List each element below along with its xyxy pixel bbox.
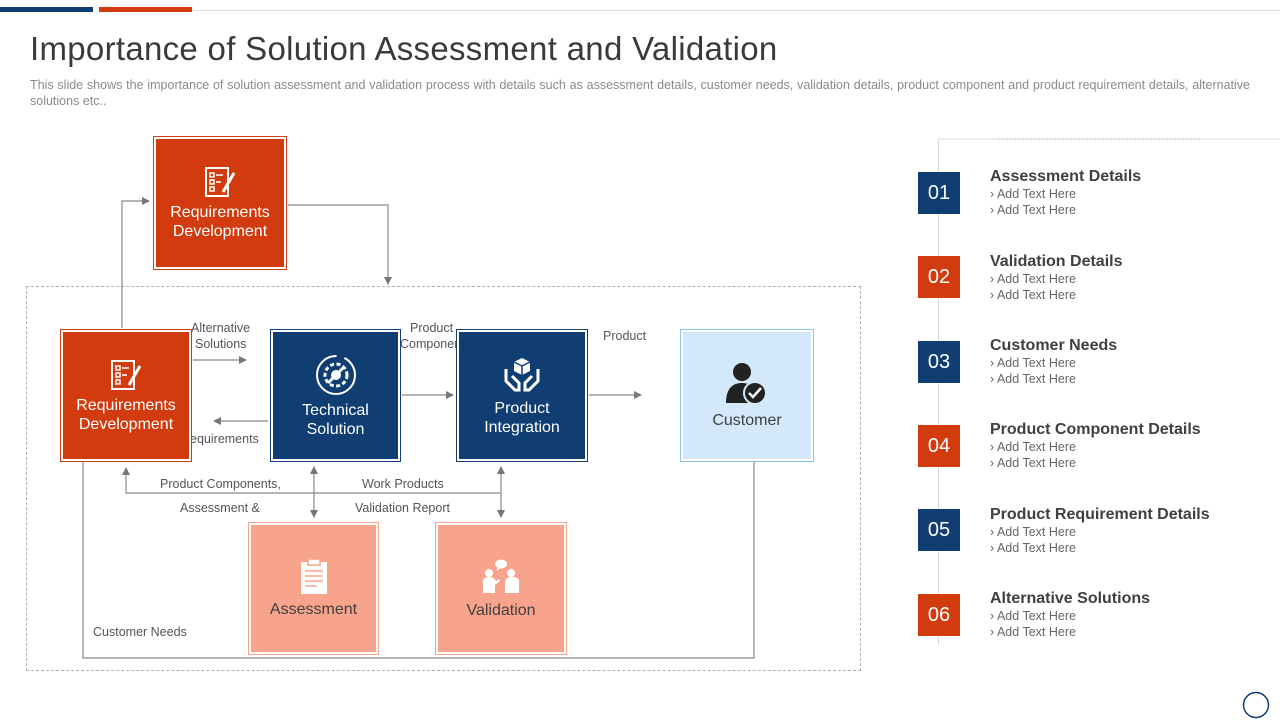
list-item-line: Add Text Here [990, 455, 1076, 471]
checklist-icon [205, 167, 236, 197]
top-accent-bar-navy [0, 7, 93, 12]
label-alternative-solutions-1: Alternative [191, 321, 251, 335]
assessment-label: Assessment [269, 601, 358, 618]
list-item-line: Add Text Here [990, 439, 1076, 455]
list-item-line: Add Text Here [990, 271, 1076, 287]
list-item-title: Product Requirement Details [990, 506, 1210, 523]
list-item-line: Add Text Here [990, 524, 1076, 540]
page-subtitle: This slide shows the importance of solut… [30, 78, 1250, 108]
corner-circle-icon [1242, 691, 1270, 719]
label-product-component-2-clip: Component [400, 336, 457, 354]
list-item-line: Add Text Here [990, 371, 1076, 387]
list-item-line: Add Text Here [990, 355, 1076, 371]
label-requirements-clip: Requirements [191, 431, 266, 449]
label-product: Product [603, 329, 647, 343]
customer-label: Customer [712, 412, 782, 429]
label-assessment-and: Assessment & [180, 501, 260, 515]
list-item-line: Add Text Here [990, 540, 1076, 556]
label-work-products: Work Products [362, 477, 444, 491]
user-check-icon [726, 363, 767, 405]
label-customer-needs: Customer Needs [93, 625, 187, 639]
people-chat-icon [483, 559, 519, 593]
list-item-title: Assessment Details [990, 168, 1142, 185]
list-item-line: Add Text Here [990, 186, 1076, 202]
list-number-badge: 04 [918, 425, 960, 467]
arrow-top-down [288, 204, 392, 285]
list-item-title: Product Component Details [990, 421, 1201, 438]
assessment-box: Assessment [248, 522, 379, 655]
list-timeline-line [938, 140, 939, 645]
list-item-title: Validation Details [990, 253, 1123, 270]
requirements-development-top: Requirements Development [153, 136, 287, 270]
customer-needs-loop [82, 462, 755, 659]
list-number-badge: 01 [918, 172, 960, 214]
label-requirements: Requirements [191, 432, 259, 446]
label-validation-report: Validation Report [355, 501, 450, 515]
requirements-development-top-label: Requirements Development [170, 204, 270, 240]
top-divider [193, 10, 1280, 11]
arrow-feedback-to-req [122, 467, 501, 494]
validation-label: Validation [466, 602, 536, 619]
product-integration-box: Product Integration [456, 329, 588, 462]
list-item-title: Alternative Solutions [990, 590, 1151, 607]
label-product-component-2: Component [400, 337, 457, 351]
technical-solution-box: Technical Solution [270, 329, 401, 462]
page-title: Importance of Solution Assessment and Va… [30, 30, 778, 67]
arrow-req-to-top [121, 197, 150, 328]
list-top-connector [938, 137, 1280, 141]
list-item-line: Add Text Here [990, 624, 1076, 640]
hands-box-icon [504, 357, 540, 391]
list-item-title: Customer Needs [990, 337, 1118, 354]
checklist-icon [111, 359, 142, 390]
gear-wrench-icon [315, 354, 356, 395]
list-item-line: Add Text Here [990, 202, 1076, 218]
list-number-badge: 06 [918, 594, 960, 636]
technical-solution-label: Technical Solution [302, 401, 369, 438]
list-number-badge: 03 [918, 341, 960, 383]
document-icon [300, 558, 327, 594]
top-accent-bar-red [99, 7, 192, 12]
validation-box: Validation [435, 522, 567, 655]
label-product-components: Product Components, [160, 477, 281, 491]
customer-box: Customer [680, 329, 814, 462]
list-number-badge: 02 [918, 256, 960, 298]
list-number-badge: 05 [918, 509, 960, 551]
list-item-line: Add Text Here [990, 287, 1076, 303]
requirements-development-left: Requirements Development [60, 329, 192, 462]
requirements-development-left-label: Requirements Development [76, 396, 176, 433]
product-integration-label: Product Integration [484, 399, 560, 436]
process-container [26, 286, 861, 671]
connector-lines [82, 197, 755, 659]
label-alternative-solutions-2: Solutions [195, 337, 247, 351]
label-product-component-1: Product [410, 321, 454, 335]
list-item-line: Add Text Here [990, 608, 1076, 624]
